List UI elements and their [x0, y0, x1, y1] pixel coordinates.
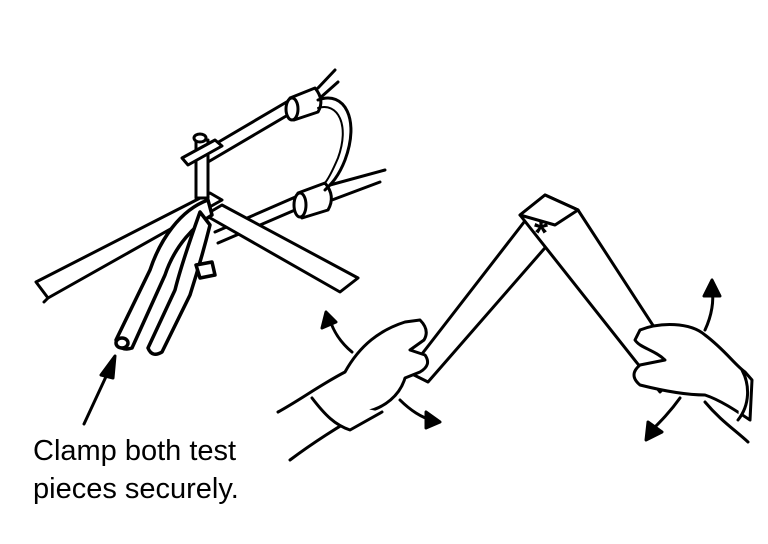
- caption-line-1: Clamp both test: [33, 435, 237, 467]
- right-hand: [632, 323, 754, 444]
- caption: Clamp both test pieces securely.: [33, 432, 239, 508]
- pointer-arrow: [82, 354, 117, 426]
- motion-arrows: [320, 278, 722, 442]
- test-pieces: [114, 198, 217, 356]
- marked-side-asterisk: *: [534, 212, 549, 253]
- left-hand: [276, 318, 430, 462]
- clamp-post: [180, 132, 224, 200]
- caption-line-2: pieces securely.: [33, 473, 239, 505]
- wire-loop: [316, 96, 353, 192]
- base-bar: [34, 191, 224, 300]
- cross-bar: [203, 203, 360, 294]
- clamp-cylinders: [284, 86, 333, 220]
